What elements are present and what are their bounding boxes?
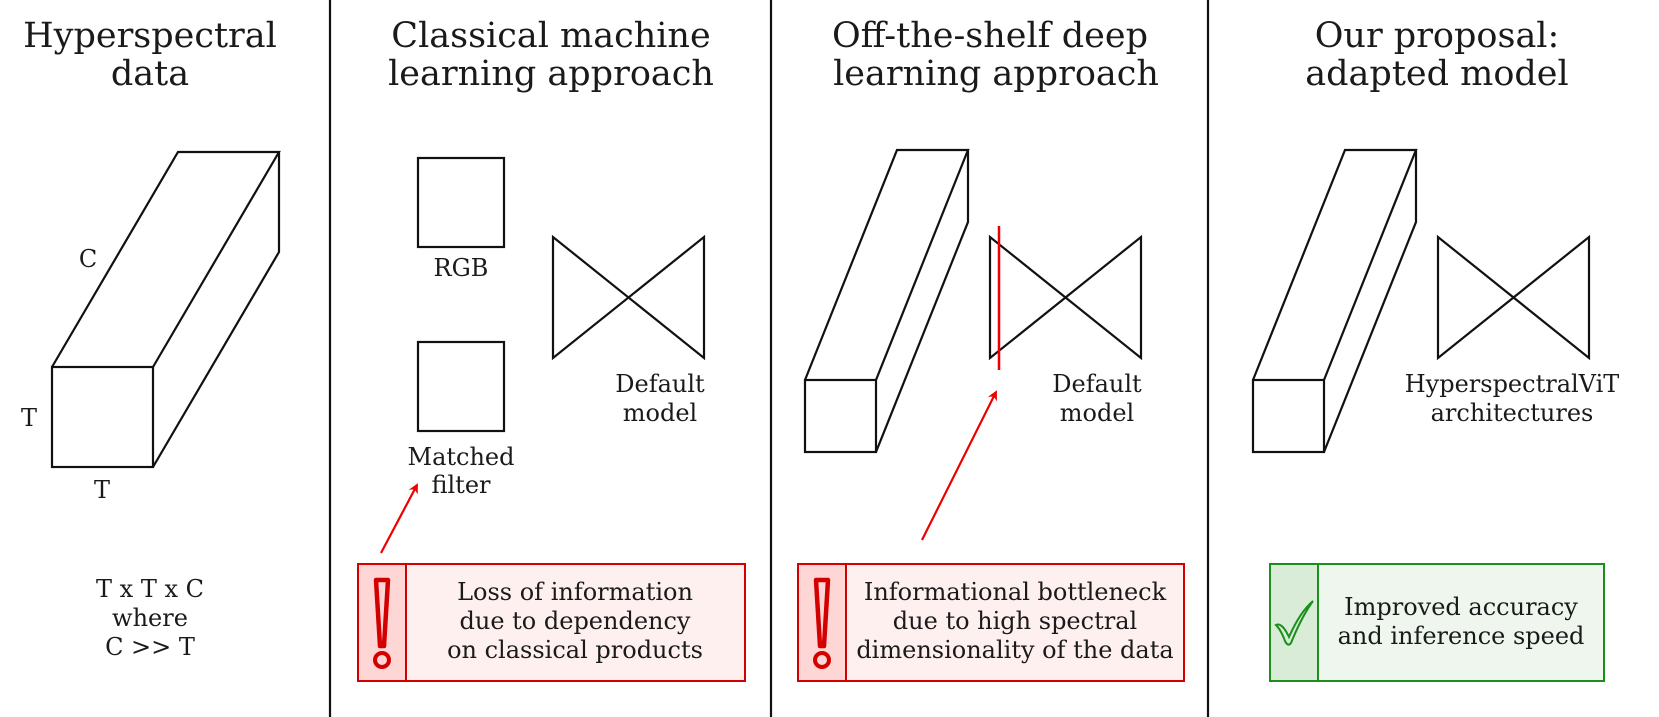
rgb-label: RGB (434, 254, 489, 282)
hyperspectral-column (1251, 148, 1418, 454)
panel-2-title-line2: learning approach (388, 54, 714, 94)
default-model-bowtie (551, 234, 706, 361)
vit-model-bowtie (1436, 234, 1591, 361)
warning-classical-line1: Loss of information (457, 578, 693, 606)
panel-hyperspectral-data: Hyperspectral data C T T T x T x C where… (21, 16, 281, 661)
panel-4-title-line2: adapted model (1305, 54, 1568, 94)
warning-box-deep-learning: Informational bottleneck due to high spe… (797, 563, 1185, 682)
matched-filter-label-line2: filter (431, 471, 491, 499)
warning-classical-line2: due to dependency (460, 607, 691, 635)
matched-filter-label-line1: Matched (408, 443, 515, 471)
panel-classical-ml: Classical machine learning approach RGB … (357, 16, 746, 682)
panel-3-title-line2: learning approach (833, 54, 1159, 94)
warning-box-classical: Loss of information due to dependency on… (357, 563, 746, 682)
axis-label-t-left: T (21, 404, 37, 432)
success-box: Improved accuracy and inference speed (1269, 563, 1605, 682)
exclamation-icon (813, 577, 831, 669)
panel-3-title-line1: Off-the-shelf deep (832, 16, 1148, 56)
vit-label-line2: architectures (1431, 399, 1594, 427)
arrow-to-bottleneck (921, 390, 997, 541)
rgb-square (416, 156, 506, 249)
panel-our-proposal: Our proposal: adapted model Hyperspectra… (1251, 16, 1620, 682)
exclamation-icon (373, 577, 391, 669)
default-model-label-line2: model (623, 399, 697, 427)
default-model-bowtie (988, 234, 1143, 361)
axis-label-c: C (79, 245, 97, 273)
hyperspectral-column (803, 148, 970, 454)
warning-dl-line1: Informational bottleneck (864, 578, 1167, 606)
success-line1: Improved accuracy (1344, 593, 1578, 621)
formula-line3: C >> T (105, 633, 195, 661)
checkmark-icon (1274, 600, 1314, 646)
panel-off-the-shelf-dl: Off-the-shelf deep learning approach Def… (797, 16, 1185, 682)
success-line2: and inference speed (1338, 622, 1585, 650)
default-model-label-line1: Default (1052, 370, 1142, 398)
panel-4-title-line1: Our proposal: (1315, 16, 1560, 56)
default-model-label-line1: Default (615, 370, 705, 398)
warning-dl-line3: dimensionality of the data (856, 636, 1173, 664)
vit-label-line1: HyperspectralViT (1405, 370, 1620, 398)
panel-1-title-line2: data (111, 54, 189, 94)
warning-dl-line2: due to high spectral (893, 607, 1137, 635)
formula-line2: where (112, 604, 188, 632)
matched-filter-square (416, 340, 506, 433)
formula-line1: T x T x C (96, 575, 204, 603)
axis-label-t-bottom: T (94, 476, 110, 504)
arrow-to-matched-filter (380, 483, 418, 554)
hyperspectral-cube (50, 150, 281, 469)
panel-1-title-line1: Hyperspectral (23, 16, 277, 56)
panel-2-title-line1: Classical machine (391, 16, 710, 56)
warning-classical-line3: on classical products (447, 636, 703, 664)
default-model-label-line2: model (1060, 399, 1134, 427)
